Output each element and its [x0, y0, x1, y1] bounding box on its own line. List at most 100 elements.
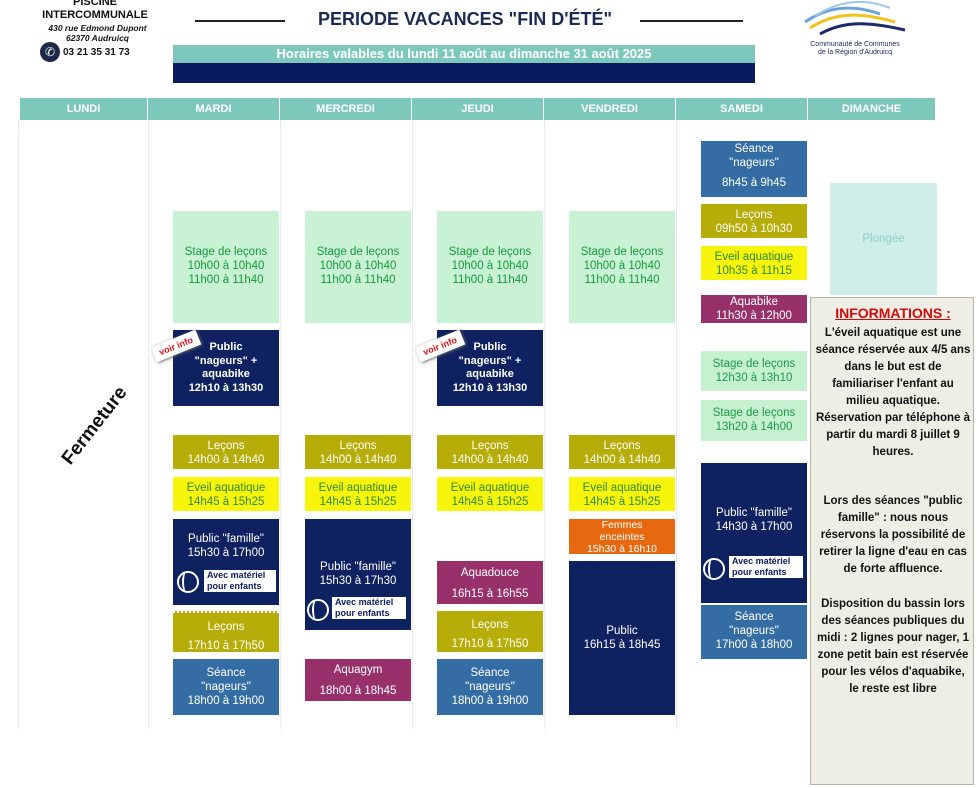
session-time: 15h30 à 17h30 [319, 575, 397, 587]
session-subtitle: "nageurs" + [458, 354, 522, 367]
session-title: Leçons [603, 440, 641, 452]
materiel-badge: Avec matériel pour enfants [332, 597, 406, 619]
info-eveil-paragraph: L'éveil aquatique est une séance réservé… [815, 327, 971, 458]
session-subtitle: "nageurs" + [194, 354, 258, 367]
session-stage-saturday-1: Stage de leçons 12h30 à 13h10 [701, 351, 807, 391]
phone-number: 03 21 35 31 73 [63, 47, 130, 58]
session-title: Séance [734, 611, 774, 623]
address-line-2: 62370 Audruicq [66, 33, 129, 43]
session-title: Aquagym [333, 664, 383, 676]
pool-address: 430 rue Edmond Dupont 62370 Audruicq [40, 23, 155, 43]
session-time: 11h00 à 11h40 [452, 274, 528, 286]
session-aquagym-wednesday: Aquagym 18h00 à 18h45 [305, 659, 411, 701]
session-title: Séance [470, 667, 510, 679]
phone-icon: ✆ [40, 42, 60, 62]
badge-line-2: pour enfants [207, 581, 262, 591]
session-title: Stage de leçons [580, 246, 664, 258]
session-title: Leçons [471, 440, 509, 452]
session-time: 11h00 à 11h40 [584, 274, 660, 286]
session-nageurs-saturday-evening: Séance "nageurs" 17h00 à 18h00 [701, 605, 807, 659]
session-time: 11h30 à 12h00 [716, 310, 792, 322]
session-subtitle: aquabike [466, 368, 514, 380]
session-title: Leçons [471, 619, 509, 631]
session-lecons-wednesday: Leçons 14h00 à 14h40 [305, 435, 411, 469]
pool-name: PISCINE INTERCOMMUNALE [42, 0, 148, 21]
banner-underbar [173, 63, 755, 83]
info-bassin-paragraph: Disposition du bassin lors des séances p… [816, 598, 970, 695]
session-subtitle: "nageurs" [729, 625, 779, 637]
session-subtitle: "nageurs" [201, 681, 251, 693]
session-time: 10h00 à 10h40 [451, 260, 529, 272]
session-time: 09h50 à 10h30 [715, 223, 793, 235]
session-lecons-evening-thursday: Leçons 17h10 à 17h50 [437, 611, 543, 652]
session-title: Public [473, 341, 507, 353]
session-title: Public [209, 341, 243, 353]
day-header-friday: VENDREDI [544, 98, 676, 120]
ball-icon [703, 558, 725, 580]
session-public-famille-tuesday: Public "famille" 15h30 à 17h00 Avec maté… [173, 519, 279, 605]
session-time: 17h10 à 17h50 [187, 640, 265, 652]
ball-icon [177, 571, 199, 593]
badge-line-1: Avec matériel [207, 570, 266, 580]
page-title: PERIODE VACANCES "FIN D'ÉTÉ" [317, 9, 613, 29]
grid-line [18, 120, 19, 730]
grid-line [280, 120, 281, 730]
session-lecons-thursday: Leçons 14h00 à 14h40 [437, 435, 543, 469]
session-title: Public [606, 625, 638, 637]
session-time: 11h00 à 11h40 [320, 274, 396, 286]
session-subtitle: enceintes [599, 531, 645, 543]
day-header-tuesday: MARDI [148, 98, 280, 120]
session-title: Stage de leçons [448, 246, 532, 258]
session-eveil-wednesday: Eveil aquatique 14h45 à 15h25 [305, 477, 411, 511]
session-time: 12h30 à 13h10 [715, 372, 793, 384]
badge-line-2: pour enfants [732, 567, 787, 577]
session-lecons-tuesday: Leçons 14h00 à 14h40 [173, 435, 279, 469]
session-time: 16h15 à 16h55 [451, 588, 529, 600]
session-time: 10h00 à 10h40 [187, 260, 265, 272]
materiel-badge: Avec matériel pour enfants [204, 570, 276, 592]
monday-closed-label: Fermeture [57, 382, 132, 469]
session-title: Femmes [601, 519, 643, 531]
session-title: Eveil aquatique [186, 482, 266, 494]
information-panel: INFORMATIONS : L'éveil aquatique est une… [810, 297, 974, 785]
grid-line [676, 120, 677, 730]
session-lecons-saturday: Leçons 09h50 à 10h30 [701, 204, 807, 238]
session-subtitle: "nageurs" [465, 681, 515, 693]
session-time: 14h00 à 14h40 [583, 454, 661, 466]
session-stage-friday: Stage de leçons 10h00 à 10h40 11h00 à 11… [569, 211, 675, 323]
session-time: 18h00 à 19h00 [451, 695, 529, 707]
session-time: 12h10 à 13h30 [452, 381, 528, 394]
session-plongee-sunday: Plongée [830, 183, 937, 295]
session-eveil-saturday: Eveil aquatique 10h35 à 11h15 [701, 246, 807, 280]
info-famille-paragraph: Lors des séances "public famille" : nous… [819, 495, 967, 575]
session-title: Séance [734, 143, 774, 155]
session-subtitle: "nageurs" [729, 157, 779, 169]
badge-line-1: Avec matériel [335, 597, 394, 607]
session-time: 10h00 à 10h40 [319, 260, 397, 272]
address-line-1: 430 rue Edmond Dupont [48, 23, 147, 33]
logo-line-1: Communauté de Communes [810, 41, 900, 48]
session-eveil-friday: Eveil aquatique 14h45 à 15h25 [569, 477, 675, 511]
session-subtitle: aquabike [202, 368, 250, 380]
session-title: Aquadouce [460, 567, 520, 579]
session-eveil-tuesday: Eveil aquatique 14h45 à 15h25 [173, 477, 279, 511]
session-time: 17h10 à 17h50 [451, 638, 529, 650]
session-time: 13h20 à 14h00 [715, 421, 793, 433]
title-rule-right [640, 20, 743, 22]
session-title: Eveil aquatique [714, 251, 794, 263]
session-time: 15h30 à 16h10 [586, 543, 658, 554]
grid-line [412, 120, 413, 730]
session-time: 14h30 à 17h00 [715, 521, 793, 533]
session-title: Stage de leçons [712, 358, 796, 370]
session-title: Eveil aquatique [318, 482, 398, 494]
day-header-saturday: SAMEDI [676, 98, 808, 120]
ball-icon [307, 599, 329, 621]
validity-banner: Horaires valables du lundi 11 août au di… [173, 45, 755, 63]
community-logo-text: Communauté de Communes de la Région d'Au… [795, 41, 915, 57]
day-header-monday: LUNDI [20, 98, 148, 120]
materiel-badge: Avec matériel pour enfants [729, 556, 803, 578]
session-time: 14h45 à 15h25 [583, 496, 661, 508]
session-time: 8h45 à 9h45 [722, 177, 786, 189]
session-title: Leçons [207, 440, 245, 452]
session-title: Public "famille" [716, 507, 792, 519]
